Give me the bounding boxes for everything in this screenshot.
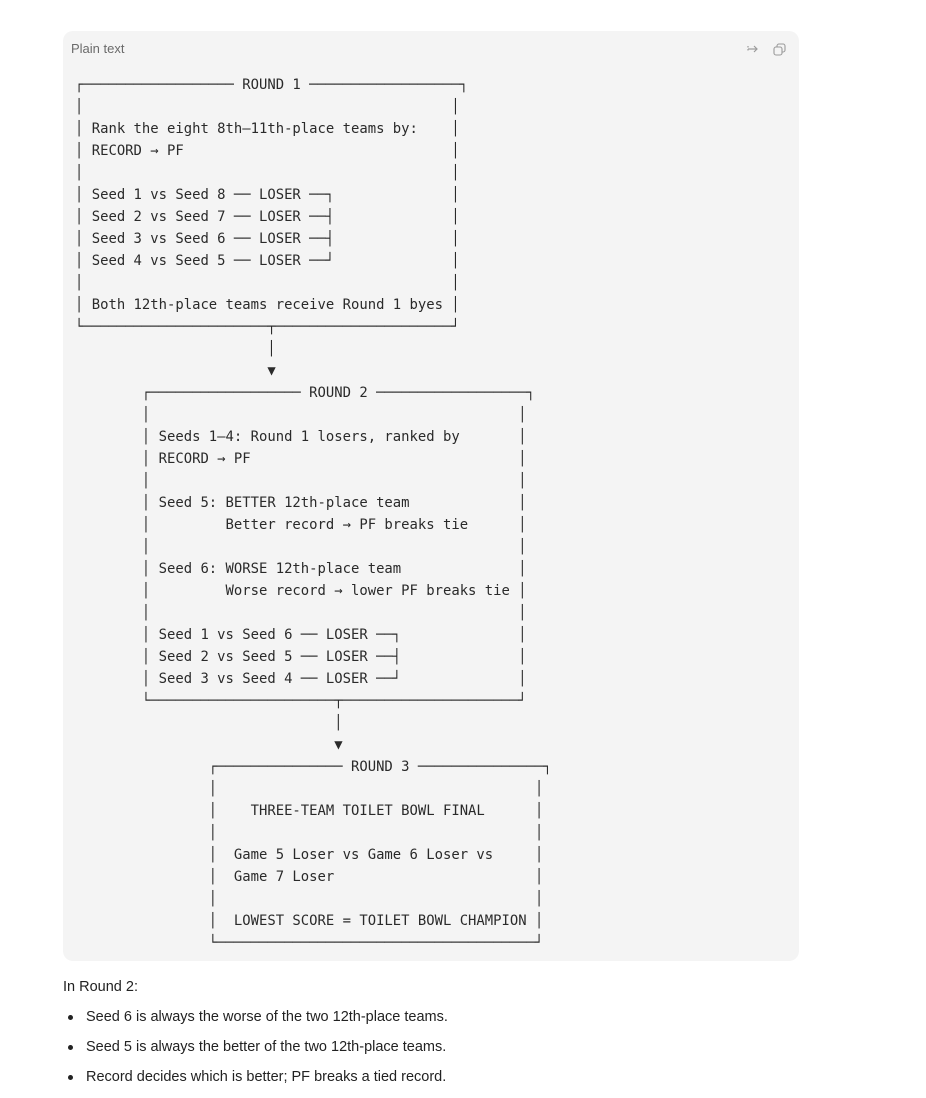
- code-line: │ Seed 2 vs Seed 5 ── LOSER ──┤ │: [75, 649, 527, 665]
- code-line: │ Worse record → lower PF breaks tie │: [75, 583, 527, 599]
- code-line: │ │: [75, 165, 460, 181]
- code-line: │ Seed 4 vs Seed 5 ── LOSER ──┘ │: [75, 253, 460, 269]
- code-line: │ Seed 6: WORSE 12th-place team │: [75, 561, 527, 577]
- code-line: │: [75, 341, 276, 357]
- code-line: │ THREE-TEAM TOILET BOWL FINAL │: [75, 803, 544, 819]
- code-line: └──────────────────────────────────────┘: [75, 935, 544, 951]
- code-line: │ Game 5 Loser vs Game 6 Loser vs │: [75, 847, 544, 863]
- code-line: │ │: [75, 781, 544, 797]
- code-line: ┌─────────────── ROUND 3 ───────────────…: [75, 759, 552, 775]
- code-line: ┌────────────────── ROUND 1 ────────────…: [75, 77, 469, 93]
- code-block-actions: [745, 41, 787, 57]
- copy-icon[interactable]: [771, 41, 787, 57]
- code-line: │ Rank the eight 8th–11th-place teams by…: [75, 121, 460, 137]
- code-line: │ RECORD → PF │: [75, 143, 460, 159]
- list-item: Record decides which is better; PF break…: [63, 1068, 448, 1098]
- code-line: │ │: [75, 99, 460, 115]
- code-line: │ Both 12th-place teams receive Round 1 …: [75, 297, 460, 313]
- code-line: │ │: [75, 825, 544, 841]
- code-line: │ Seed 2 vs Seed 7 ── LOSER ──┤ │: [75, 209, 460, 225]
- code-line: │ Seed 3 vs Seed 4 ── LOSER ──┘ │: [75, 671, 527, 687]
- code-line: │ Seeds 1–4: Round 1 losers, ranked by │: [75, 429, 527, 445]
- code-block: Plain text ┌────────────────── ROUND 1 ─…: [63, 31, 799, 961]
- code-line: │ │: [75, 473, 527, 489]
- round-2-notes-list: Seed 6 is always the worse of the two 12…: [63, 1008, 448, 1098]
- code-line: │ LOWEST SCORE = TOILET BOWL CHAMPION │: [75, 913, 544, 929]
- code-line: └──────────────────────┬────────────────…: [75, 693, 527, 709]
- code-block-header: Plain text: [71, 41, 787, 57]
- wrap-icon[interactable]: [745, 41, 761, 57]
- code-line: ┌────────────────── ROUND 2 ────────────…: [75, 385, 535, 401]
- code-line: │ │: [75, 275, 460, 291]
- code-line: │: [75, 715, 343, 731]
- code-line: │ Seed 1 vs Seed 8 ── LOSER ──┐ │: [75, 187, 460, 203]
- code-line: │ │: [75, 407, 527, 423]
- code-line: │ Game 7 Loser │: [75, 869, 544, 885]
- list-item: Seed 5 is always the better of the two 1…: [63, 1038, 448, 1068]
- code-language-label: Plain text: [71, 41, 125, 56]
- code-line: │ Seed 5: BETTER 12th-place team │: [75, 495, 527, 511]
- code-line: │ │: [75, 891, 544, 907]
- code-line: └──────────────────────┬────────────────…: [75, 319, 460, 335]
- code-content: ┌────────────────── ROUND 1 ────────────…: [75, 74, 552, 954]
- code-line: │ │: [75, 605, 527, 621]
- code-line: │ Seed 1 vs Seed 6 ── LOSER ──┐ │: [75, 627, 527, 643]
- code-line: │ Seed 3 vs Seed 6 ── LOSER ──┤ │: [75, 231, 460, 247]
- code-line: │ │: [75, 539, 527, 555]
- list-item: Seed 6 is always the worse of the two 12…: [63, 1008, 448, 1038]
- code-line: │ Better record → PF breaks tie │: [75, 517, 527, 533]
- code-line: │ RECORD → PF │: [75, 451, 527, 467]
- round-2-intro: In Round 2:: [63, 979, 138, 995]
- code-line: ▼: [75, 737, 343, 753]
- code-line: ▼: [75, 363, 276, 379]
